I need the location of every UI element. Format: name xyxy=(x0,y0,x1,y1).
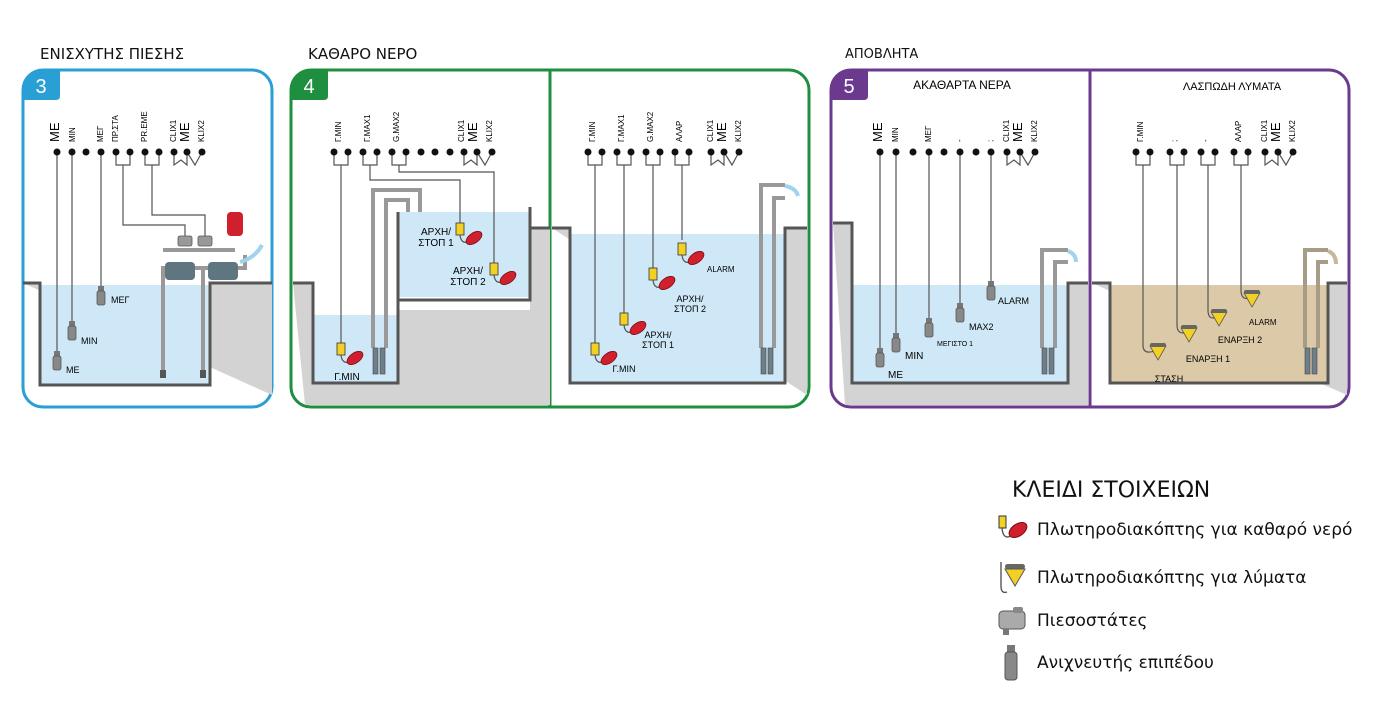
terminal-label: Γ.MIN xyxy=(334,121,343,142)
section-title-clean: ΚΑΘΑΡΟ ΝΕΡΟ xyxy=(308,45,418,63)
clean-water-float-icon xyxy=(998,515,1028,539)
section-number-booster: 3 xyxy=(35,76,46,98)
terminal-label: CLIX1 xyxy=(706,119,715,142)
level-label: ΕΝΑΡΞΗ 2 xyxy=(1218,335,1262,345)
terminal-label: ΑΛΑΡ xyxy=(675,121,684,142)
panel-waste-water xyxy=(829,68,1351,409)
terminal-label: Γ.MAX1 xyxy=(617,114,626,142)
pressure-switch-icon xyxy=(998,607,1026,635)
terminal-label: ; xyxy=(986,140,995,142)
terminal-label: - xyxy=(955,139,964,142)
terminal-label: ΜΕΓ xyxy=(924,125,933,142)
sewage-float-icon xyxy=(1000,562,1026,594)
subtitle-sludge: ΛΑΣΠΩΔΗ ΛΥΜΑΤΑ xyxy=(1183,81,1282,93)
terminal-label: CLIX1 xyxy=(1002,119,1011,142)
terminal-label: CLIX1 xyxy=(457,119,466,142)
terminal-label: ΜΕ xyxy=(465,122,480,142)
level-label: ΜΕ xyxy=(66,365,80,375)
legend-label-sewage-float: Πλωτηροδιακόπτης για λύματα xyxy=(1037,568,1307,588)
panel-booster xyxy=(21,68,274,409)
legend-label-level-probe: Ανιχνευτής επιπέδου xyxy=(1037,653,1214,673)
level-label: ΣΤΟΠ 2 xyxy=(450,277,486,288)
section-number-clean: 4 xyxy=(303,76,314,98)
terminal-label: G.MAX2 xyxy=(392,111,401,142)
level-label: ΣΤΟΠ 1 xyxy=(418,238,454,249)
legend-item-pressure-switch: Πιεσοστάτες xyxy=(995,601,1148,641)
level-label: MAX2 xyxy=(969,322,994,332)
terminal-label: ΜΕΓ xyxy=(96,125,105,142)
terminal-label: KLIX2 xyxy=(197,120,206,142)
terminal-label: PR.EME xyxy=(140,111,149,142)
level-label: ΑΡΧΗ/ xyxy=(676,294,704,304)
level-label: ΜΕ xyxy=(888,370,903,381)
terminal-label: MIN xyxy=(68,127,77,142)
level-label: ΑΡΧΗ/ xyxy=(644,330,672,340)
level-label: ΣΤΑΣΗ xyxy=(1155,374,1183,384)
terminal-label: ; xyxy=(1170,140,1179,142)
terminal-label: ΜΕ xyxy=(1010,122,1025,142)
level-label: ΑΡΧΗ/ xyxy=(453,266,483,277)
level-label: MIN xyxy=(81,336,98,346)
level-label: ALARM xyxy=(1249,318,1277,327)
legend-label-pressure-switch: Πιεσοστάτες xyxy=(1037,611,1148,631)
terminal-label: ΠΡ.ΣΤΑ xyxy=(111,114,120,142)
terminal-label: Γ.MIN xyxy=(588,121,597,142)
level-label: ALARM xyxy=(998,296,1029,306)
level-label: ALARM xyxy=(707,265,735,274)
legend-item-clean-float: Πλωτηροδιακόπτης για καθαρό νερό xyxy=(995,510,1352,550)
legend-label-clean-float: Πλωτηροδιακόπτης για καθαρό νερό xyxy=(1037,520,1353,540)
level-label: ΕΝΑΡΞΗ 1 xyxy=(1186,354,1230,364)
terminal-label: ΜΕ xyxy=(870,122,885,142)
subtitle-sewage: ΑΚΑΘΑΡΤΑ ΝΕΡΑ xyxy=(913,78,1011,92)
terminal-label: G.MAX2 xyxy=(646,111,655,142)
terminal-label: KLIX2 xyxy=(1288,120,1297,142)
level-label: ΜΕΓ xyxy=(111,295,130,305)
terminal-label: KLIX2 xyxy=(1030,120,1039,142)
terminal-label: CLIX1 xyxy=(169,119,178,142)
level-label: ΑΡΧΗ/ xyxy=(421,227,451,238)
terminal-label: ΜΕ xyxy=(1268,122,1283,142)
terminal-label: ΜΕ xyxy=(47,122,62,142)
terminal-label: MIN xyxy=(891,127,900,142)
terminal-label: Γ.MIN xyxy=(1136,121,1145,142)
legend-item-sewage-float: Πλωτηροδιακόπτης για λύματα xyxy=(995,558,1306,598)
terminal-label: ΑΛΑΡ xyxy=(1234,121,1243,142)
level-label: ΣΤΟΠ 1 xyxy=(642,340,674,350)
section-number-waste: 5 xyxy=(843,76,854,98)
section-title-waste: ΑΠΟΒΛΗΤΑ xyxy=(845,47,919,62)
level-label: MIN xyxy=(905,351,923,362)
terminal-label: CLIX1 xyxy=(1260,119,1269,142)
legend-item-level-probe: Ανιχνευτής επιπέδου xyxy=(995,643,1214,683)
terminal-label: KLIX2 xyxy=(734,120,743,142)
terminal-label: - xyxy=(1201,139,1210,142)
terminal-label: KLIX2 xyxy=(485,120,494,142)
terminal-label: ΜΕ xyxy=(177,122,192,142)
legend-title: ΚΛΕΙΔΙ ΣΤΟΙΧΕΙΩΝ xyxy=(1012,478,1211,503)
level-label: Γ.MIN xyxy=(334,372,360,383)
terminal-label: Γ.MAX1 xyxy=(363,114,372,142)
section-title-booster: ΕΝΙΣΧΥΤΗΣ ΠΙΕΣΗΣ xyxy=(40,45,185,63)
level-label: ΣΤΟΠ 2 xyxy=(674,304,706,314)
panel-clean-water xyxy=(289,68,811,409)
level-label: ΜΕΓΙΣΤΟ 1 xyxy=(937,341,973,348)
level-probe-icon xyxy=(1004,645,1018,681)
level-label: Γ.MIN xyxy=(613,364,636,374)
terminal-label: ΜΕ xyxy=(714,122,729,142)
